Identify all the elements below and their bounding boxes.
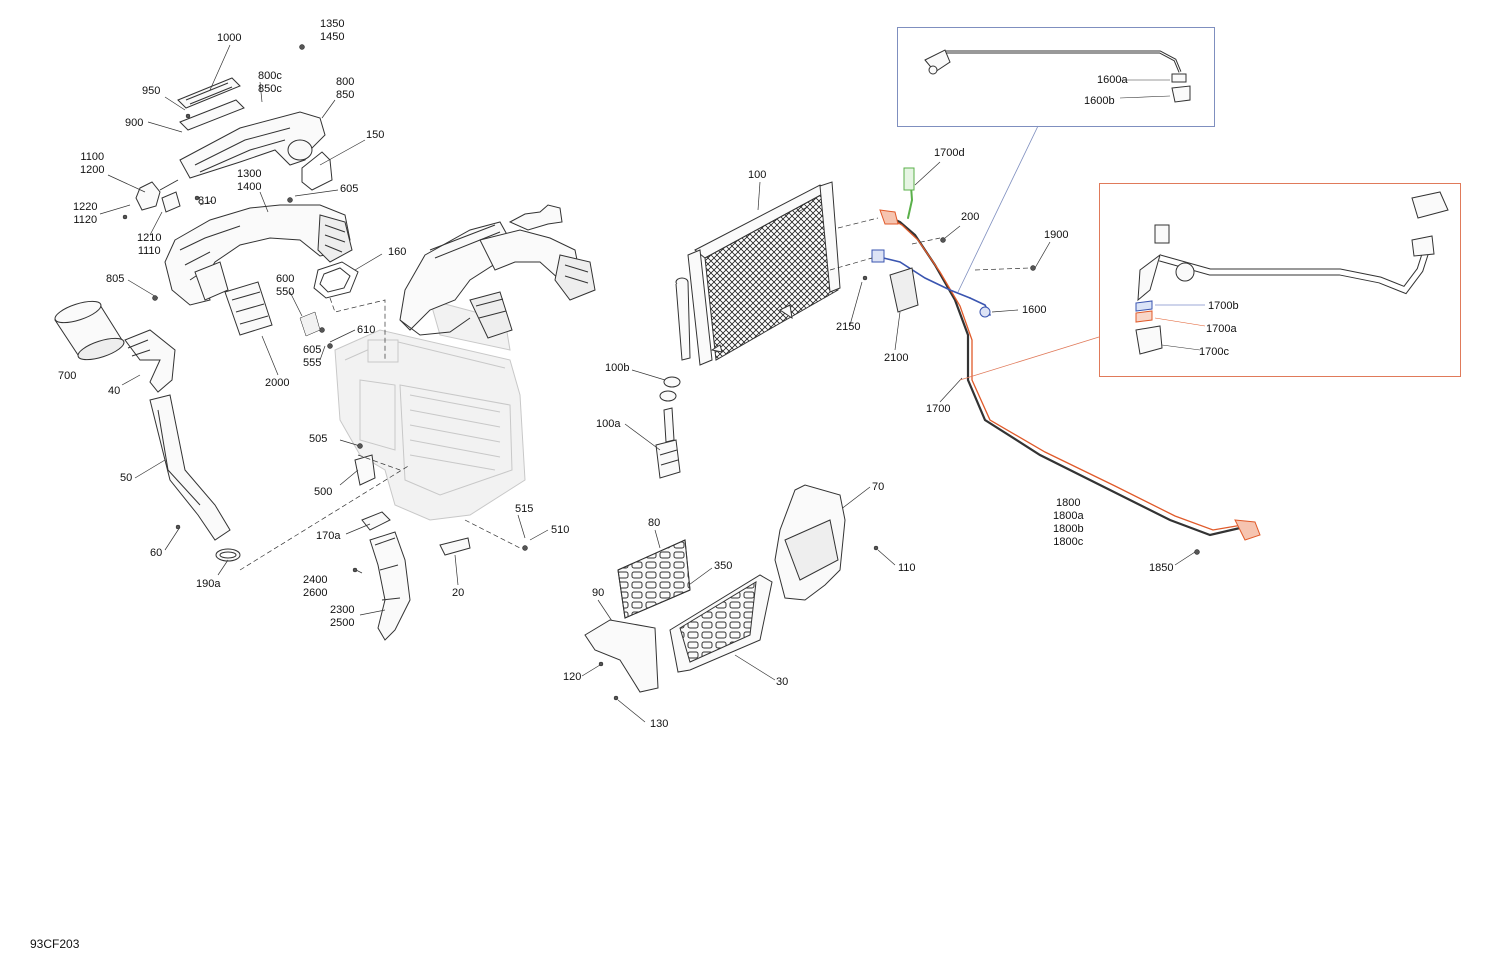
callout-800: 800 850 — [336, 76, 355, 101]
callout-170a: 170a — [316, 530, 341, 542]
diagram-reference-code: 93CF203 — [30, 937, 80, 951]
callout-1600b: 1600b — [1084, 95, 1115, 107]
callout-1300: 1300 1400 — [237, 168, 262, 193]
lower-panels — [584, 484, 846, 693]
callout-1700d: 1700d — [934, 147, 965, 159]
callout-600: 600 550 — [276, 273, 295, 298]
hoses — [871, 167, 1261, 541]
callout-1210: 1210 1110 — [137, 232, 162, 257]
callout-20: 20 — [452, 587, 465, 599]
right-duct-assembly — [399, 204, 596, 339]
callout-2100: 2100 — [884, 352, 909, 364]
callout-1000: 1000 — [217, 32, 242, 44]
callout-2400: 2400 2600 — [303, 574, 328, 599]
inset-hose-1700 — [1135, 191, 1449, 355]
lower-left-tubing — [54, 300, 241, 562]
callout-700: 700 — [58, 370, 77, 382]
callout-1700c: 1700c — [1199, 346, 1229, 358]
condenser — [675, 181, 841, 366]
callout-70: 70 — [872, 481, 885, 493]
callout-150: 150 — [366, 129, 385, 141]
callout-1900: 1900 — [1044, 229, 1069, 241]
callout-200: 200 — [961, 211, 980, 223]
callout-350: 350 — [714, 560, 733, 572]
callout-800c: 800c 850c — [258, 70, 282, 95]
callout-1600: 1600 — [1022, 304, 1047, 316]
callout-1100: 1100 1200 — [80, 151, 105, 176]
callout-605-upper: 605 — [340, 183, 359, 195]
callout-1850: 1850 — [1149, 562, 1174, 574]
callout-130: 130 — [650, 718, 669, 730]
leader-lines-right — [581, 125, 1196, 723]
callout-1700: 1700 — [926, 403, 951, 415]
callout-1700a: 1700a — [1206, 323, 1237, 335]
callout-1600a: 1600a — [1097, 74, 1128, 86]
callout-1350: 1350 1450 — [320, 18, 345, 43]
callout-515: 515 — [515, 503, 534, 515]
callout-2150: 2150 — [836, 321, 861, 333]
fasteners-left — [122, 44, 528, 573]
callout-1800: 1800 1800a 1800b 1800c — [1053, 497, 1084, 548]
callout-1220: 1220 1120 — [73, 201, 98, 226]
callout-60: 60 — [150, 547, 163, 559]
inset-hose-1600 — [924, 49, 1191, 103]
callout-605-lower: 605 555 — [303, 344, 322, 369]
callout-190a: 190a — [196, 578, 221, 590]
inset-box-1700 — [1099, 183, 1461, 377]
callout-2000: 2000 — [265, 377, 290, 389]
inset-box-1600 — [897, 27, 1215, 127]
callout-80: 80 — [648, 517, 661, 529]
callout-100b: 100b — [605, 362, 630, 374]
callout-50: 50 — [120, 472, 133, 484]
upper-duct-assembly — [135, 77, 359, 336]
callout-1700b: 1700b — [1208, 300, 1239, 312]
callout-810: 810 — [198, 195, 217, 207]
callout-100a: 100a — [596, 418, 621, 430]
bottom-center-ducts — [354, 454, 471, 641]
drier-parts — [655, 376, 681, 479]
callout-100: 100 — [748, 169, 767, 181]
callout-30: 30 — [776, 676, 789, 688]
callout-120: 120 — [563, 671, 582, 683]
callout-90: 90 — [592, 587, 605, 599]
leader-lines-left — [99, 44, 808, 616]
callout-510: 510 — [551, 524, 570, 536]
callout-110: 110 — [898, 562, 916, 574]
callout-2300: 2300 2500 — [330, 604, 355, 629]
callout-40: 40 — [108, 385, 121, 397]
callout-950: 950 — [142, 85, 161, 97]
callout-505: 505 — [309, 433, 328, 445]
callout-500: 500 — [314, 486, 333, 498]
callout-805: 805 — [106, 273, 125, 285]
callout-900: 900 — [125, 117, 144, 129]
callout-160: 160 — [388, 246, 407, 258]
callout-610: 610 — [357, 324, 376, 336]
